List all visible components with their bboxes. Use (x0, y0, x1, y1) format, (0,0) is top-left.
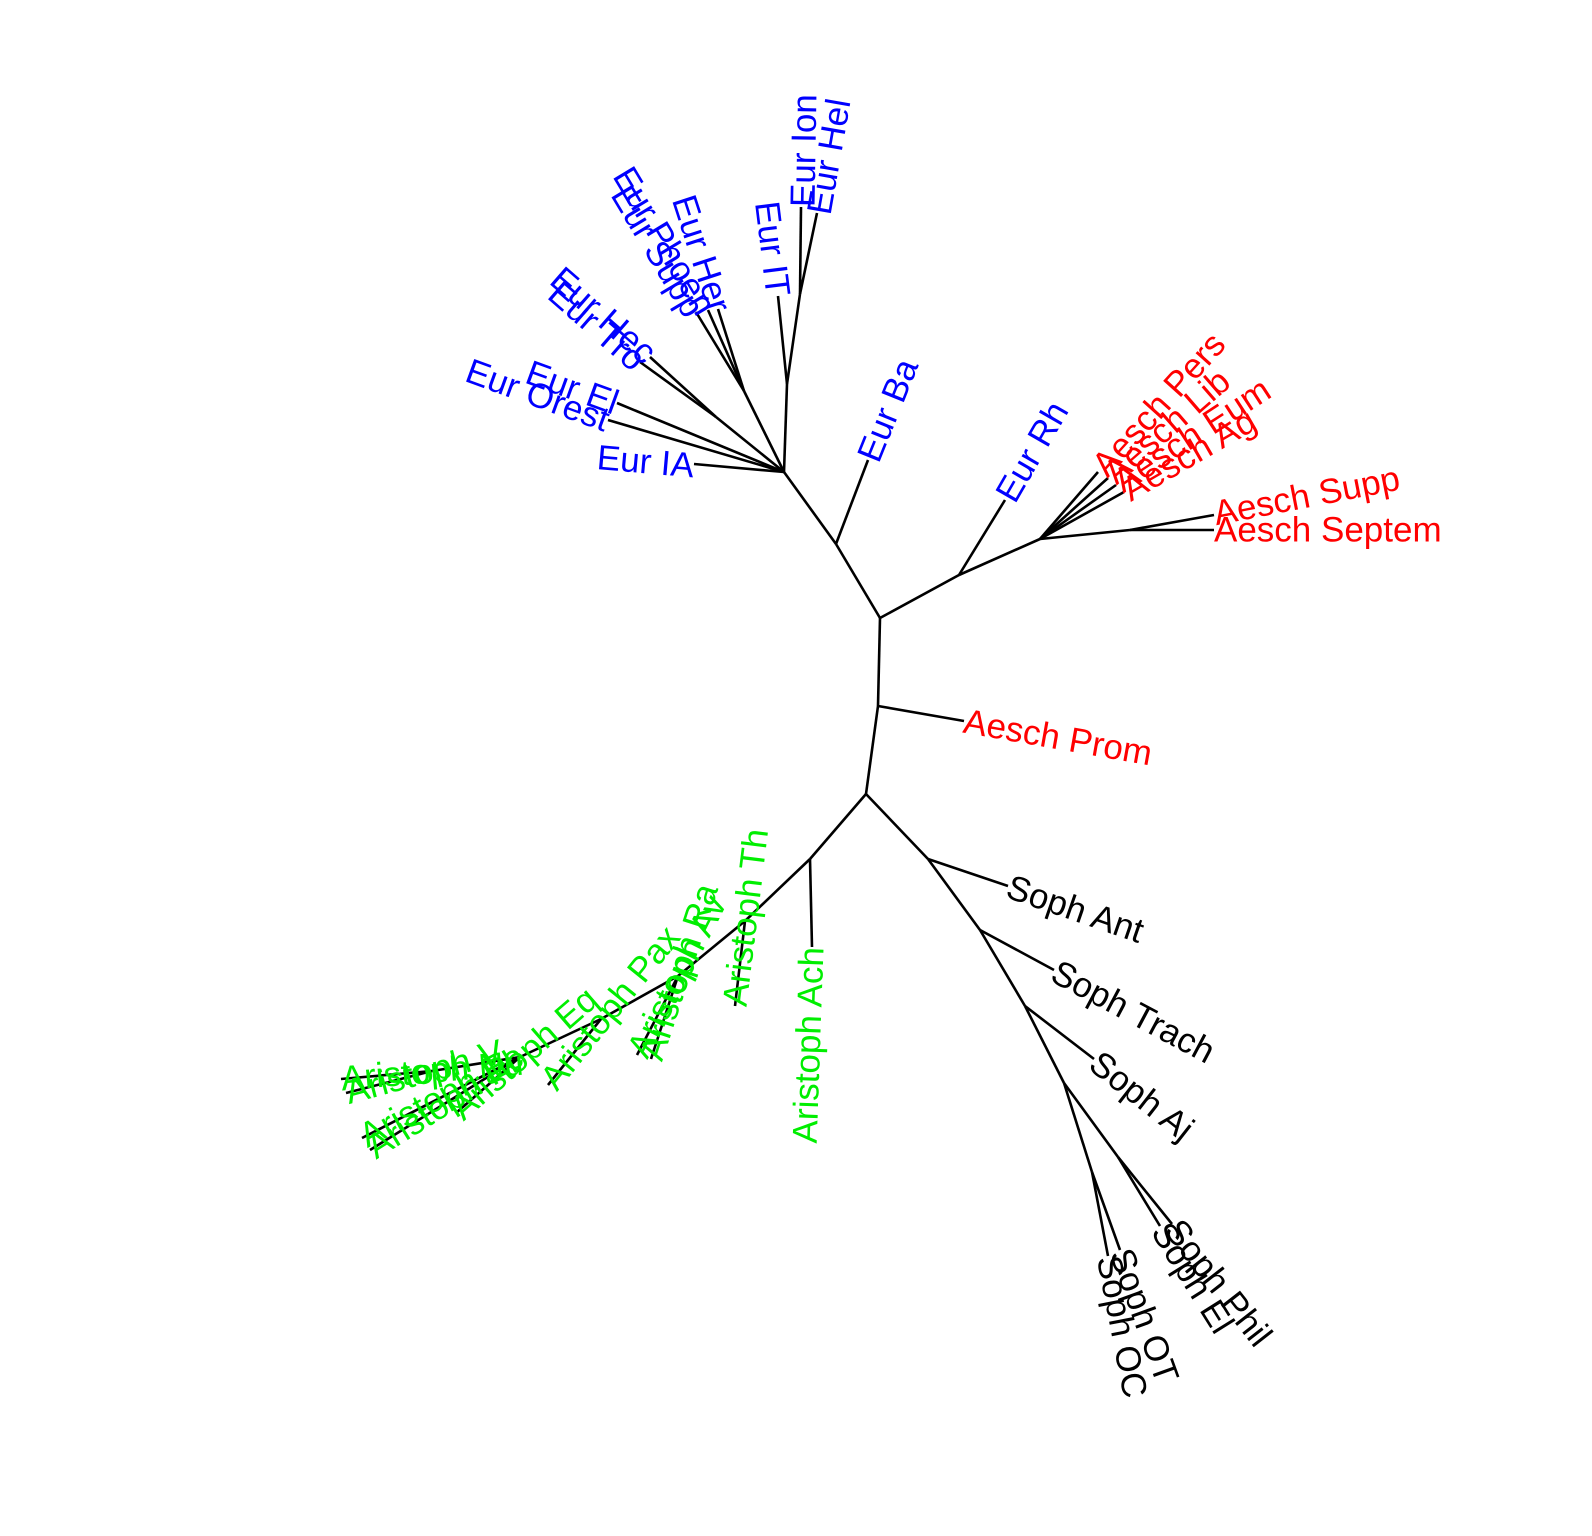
tree-edge (706, 309, 746, 392)
tree-edge (369, 1055, 521, 1152)
tree-edge (600, 974, 679, 1021)
tree-edge (834, 459, 870, 545)
tree-edge (877, 704, 965, 723)
tree-edge (834, 543, 882, 619)
tree-edge (616, 401, 785, 474)
tree-edge (1090, 1171, 1122, 1251)
tree-edge (1039, 490, 1125, 541)
tree-edge (1023, 1005, 1066, 1084)
tree-edge (639, 360, 717, 419)
tree-edge (716, 308, 746, 392)
tree-edge (431, 1055, 521, 1073)
tree-edge (340, 1069, 433, 1081)
tree-edge (979, 928, 1055, 972)
tree-edge (876, 617, 882, 707)
tip-label-aesch-septem: Aesch Septem (1214, 511, 1442, 550)
tree-edge (776, 295, 789, 385)
tree-edge (808, 858, 814, 948)
tree-edge (879, 573, 960, 620)
tree-edge (1039, 477, 1109, 540)
tip-label-aesch-prom: Aesch Prom (961, 702, 1156, 774)
tree-edge (1062, 1082, 1120, 1158)
tree-edge (1039, 483, 1117, 541)
tree-edge (546, 1018, 603, 1086)
tree-edge (798, 212, 819, 295)
tree-edge (782, 383, 789, 473)
tip-label-soph-ant: Soph Ant (1002, 868, 1149, 951)
tree-edge (865, 793, 929, 860)
tree-edge (649, 975, 680, 1060)
tree-edge (1129, 513, 1215, 532)
tree-edge (744, 858, 811, 922)
tip-label-eur-ba: Eur Ba (850, 353, 926, 467)
tree-edge (785, 293, 802, 385)
tip-label-eur-rh: Eur Rh (988, 395, 1076, 509)
tree-edges (340, 206, 1215, 1257)
tree-edge (798, 206, 803, 295)
tree-edge (1062, 1082, 1094, 1173)
tree-edge (1090, 1171, 1110, 1257)
tree-edge (927, 857, 1009, 888)
tree-edge (782, 471, 838, 545)
tree-edge (1024, 1004, 1095, 1061)
tree-edge (1116, 1156, 1162, 1227)
tree-edge (864, 705, 880, 795)
tip-label-eur-ion: Eur Ion (784, 94, 825, 208)
tree-edge (649, 356, 717, 418)
tree-edge (978, 929, 1027, 1007)
tree-edge (809, 793, 867, 860)
tree-edge (694, 311, 746, 392)
tree-edge (733, 920, 747, 1007)
tree-edge (1039, 528, 1131, 541)
tree-edge (455, 1056, 521, 1114)
tree-edge (1116, 1156, 1174, 1225)
tree-edge (345, 1069, 433, 1095)
tree-edge (926, 858, 982, 931)
tree-edge (1039, 471, 1099, 540)
tree-edge (635, 975, 680, 1056)
tree-edge (361, 1055, 521, 1140)
tree-edge (607, 418, 785, 474)
tree-edge (519, 1017, 602, 1059)
tip-label-eur-ia: Eur IA (595, 438, 696, 485)
tip-label-eur-it: Eur IT (747, 199, 797, 298)
tree-edge (693, 462, 785, 474)
tree-edge (957, 499, 1007, 576)
tree-edge (958, 537, 1041, 577)
tip-label-soph-trach: Soph Trach (1045, 953, 1221, 1071)
tree-edge (742, 390, 786, 473)
tree-edge (715, 415, 785, 474)
tip-label-aristoph-ach: Aristoph Ach (786, 946, 832, 1144)
tree-edge (677, 919, 746, 978)
